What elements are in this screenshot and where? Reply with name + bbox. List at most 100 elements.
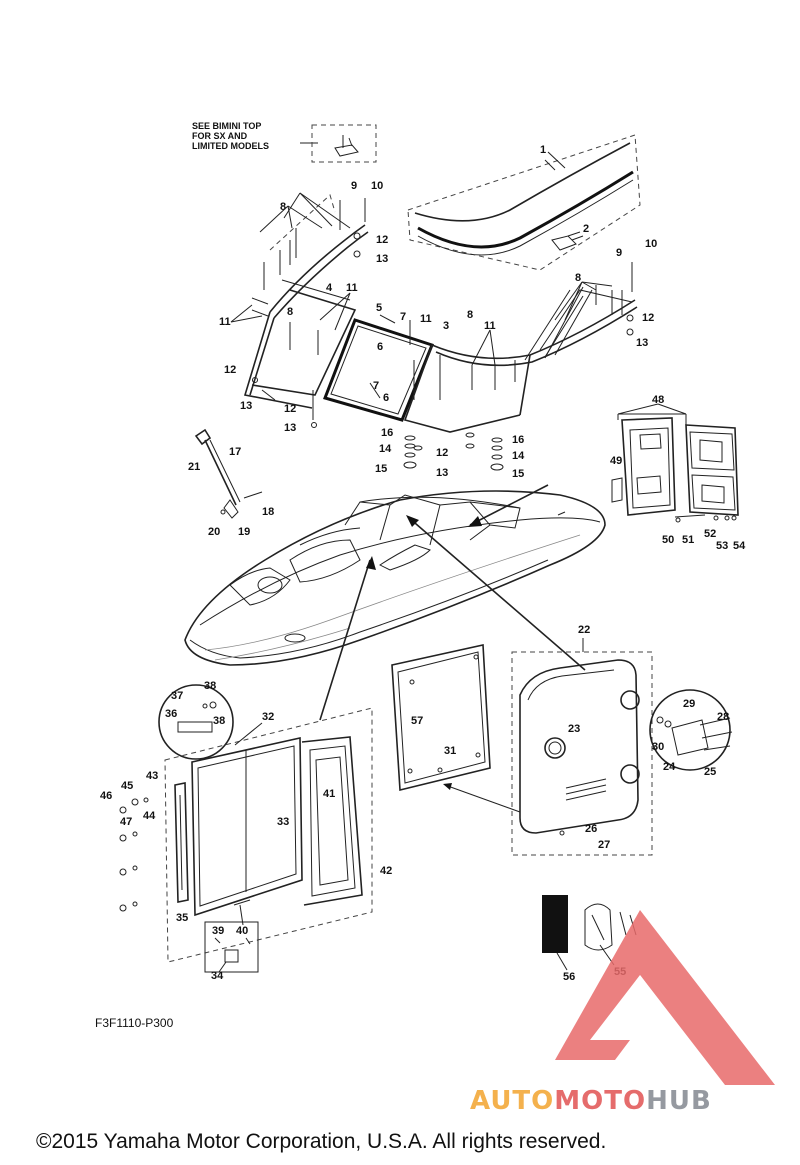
callout-12b: 12 bbox=[224, 364, 236, 376]
callout-11a: 11 bbox=[346, 282, 358, 294]
callout-41: 41 bbox=[323, 788, 335, 800]
callout-16b: 16 bbox=[512, 434, 524, 446]
callout-37: 37 bbox=[171, 690, 183, 702]
callout-23: 23 bbox=[568, 723, 580, 735]
callout-27: 27 bbox=[598, 839, 610, 851]
callout-12d: 12 bbox=[436, 447, 448, 459]
windshield-left-frame bbox=[243, 192, 369, 428]
callout-26: 26 bbox=[585, 823, 597, 835]
callout-33: 33 bbox=[277, 816, 289, 828]
callout-15b: 15 bbox=[512, 468, 524, 480]
callout-49: 49 bbox=[610, 455, 622, 467]
callout-15a: 15 bbox=[375, 463, 387, 475]
watermark-logo bbox=[555, 910, 775, 1085]
callout-24: 24 bbox=[663, 761, 676, 773]
callout-19: 19 bbox=[238, 526, 250, 538]
callout-8d: 8 bbox=[575, 272, 581, 284]
callout-25: 25 bbox=[704, 766, 716, 778]
callout-9b: 9 bbox=[616, 247, 622, 259]
door-assembly bbox=[119, 684, 373, 973]
callout-40: 40 bbox=[236, 925, 248, 937]
callout-2: 2 bbox=[583, 223, 589, 235]
pointer-arrows bbox=[233, 484, 586, 906]
callout-18: 18 bbox=[262, 506, 274, 518]
watermark-auto: AUTO bbox=[470, 1086, 555, 1116]
callout-11c: 11 bbox=[420, 313, 432, 325]
callout-11b: 11 bbox=[219, 316, 231, 328]
note-line-1: SEE BIMINI TOP bbox=[192, 121, 261, 131]
callout-11d: 11 bbox=[484, 320, 496, 332]
callout-8a: 8 bbox=[280, 201, 286, 213]
windshield-right-frame bbox=[403, 262, 638, 471]
callout-34: 34 bbox=[211, 970, 224, 982]
diagram-code: F3F1110-P300 bbox=[95, 1016, 174, 1030]
leader-lines bbox=[218, 151, 687, 973]
callout-6b: 6 bbox=[383, 392, 389, 404]
callout-35: 35 bbox=[176, 912, 188, 924]
callout-32: 32 bbox=[262, 711, 274, 723]
callout-50: 50 bbox=[662, 534, 674, 546]
hinge-detail bbox=[204, 921, 259, 973]
callout-44: 44 bbox=[143, 810, 156, 822]
callout-labels: 1 2 3 4 5 6 6 7 7 8 8 8 8 9 9 10 10 11 1… bbox=[100, 144, 746, 983]
callout-10b: 10 bbox=[645, 238, 657, 250]
callout-47: 47 bbox=[120, 816, 132, 828]
callout-4: 4 bbox=[326, 282, 333, 294]
black-pad bbox=[542, 895, 568, 953]
callout-6a: 6 bbox=[377, 341, 383, 353]
access-panel bbox=[391, 644, 491, 792]
top-rail-assembly bbox=[407, 134, 641, 271]
watermark-moto: MOTO bbox=[554, 1086, 647, 1116]
callout-12c: 12 bbox=[284, 403, 296, 415]
callout-3: 3 bbox=[443, 320, 449, 332]
callout-22: 22 bbox=[578, 624, 590, 636]
storage-cover bbox=[511, 651, 733, 856]
callout-13e: 13 bbox=[636, 337, 648, 349]
callout-14a: 14 bbox=[379, 443, 392, 455]
callout-8c: 8 bbox=[467, 309, 473, 321]
callout-38b: 38 bbox=[213, 715, 225, 727]
callout-29: 29 bbox=[683, 698, 695, 710]
callout-17: 17 bbox=[229, 446, 241, 458]
callout-5: 5 bbox=[376, 302, 382, 314]
callout-39: 39 bbox=[212, 925, 224, 937]
callout-21: 21 bbox=[188, 461, 200, 473]
watermark-hub: HUB bbox=[646, 1086, 712, 1116]
callout-31: 31 bbox=[444, 745, 456, 757]
kit-items bbox=[542, 895, 637, 953]
callout-20: 20 bbox=[208, 526, 220, 538]
callout-42: 42 bbox=[380, 865, 392, 877]
callout-13c: 13 bbox=[284, 422, 296, 434]
callout-38a: 38 bbox=[204, 680, 216, 692]
callout-7b: 7 bbox=[373, 380, 379, 392]
callout-46: 46 bbox=[100, 790, 112, 802]
callout-9a: 9 bbox=[351, 180, 357, 192]
callout-43: 43 bbox=[146, 770, 158, 782]
callout-51: 51 bbox=[682, 534, 694, 546]
callout-16a: 16 bbox=[381, 427, 393, 439]
boat-hull bbox=[184, 490, 606, 666]
callout-52: 52 bbox=[704, 528, 716, 540]
windshield-center-panel bbox=[323, 314, 434, 422]
callout-45: 45 bbox=[121, 780, 133, 792]
note-line-2: FOR SX AND bbox=[192, 131, 248, 141]
callout-7a: 7 bbox=[400, 311, 406, 323]
callout-14b: 14 bbox=[512, 450, 525, 462]
callout-1: 1 bbox=[540, 144, 546, 156]
callout-53: 53 bbox=[716, 540, 728, 552]
callout-8b: 8 bbox=[287, 306, 293, 318]
support-strut bbox=[194, 428, 263, 519]
fastener-stack-right bbox=[490, 437, 504, 471]
glovebox-assembly bbox=[611, 413, 739, 523]
callout-30: 30 bbox=[652, 741, 664, 753]
callout-12a: 12 bbox=[376, 234, 388, 246]
callout-56: 56 bbox=[563, 971, 575, 983]
callout-28: 28 bbox=[717, 711, 729, 723]
callout-12e: 12 bbox=[642, 312, 654, 324]
callout-36: 36 bbox=[165, 708, 177, 720]
watermark-text: AUTOMOTOHUB bbox=[470, 1086, 800, 1116]
callout-13b: 13 bbox=[240, 400, 252, 412]
fastener-stack-left bbox=[403, 435, 417, 469]
callout-13a: 13 bbox=[376, 253, 388, 265]
